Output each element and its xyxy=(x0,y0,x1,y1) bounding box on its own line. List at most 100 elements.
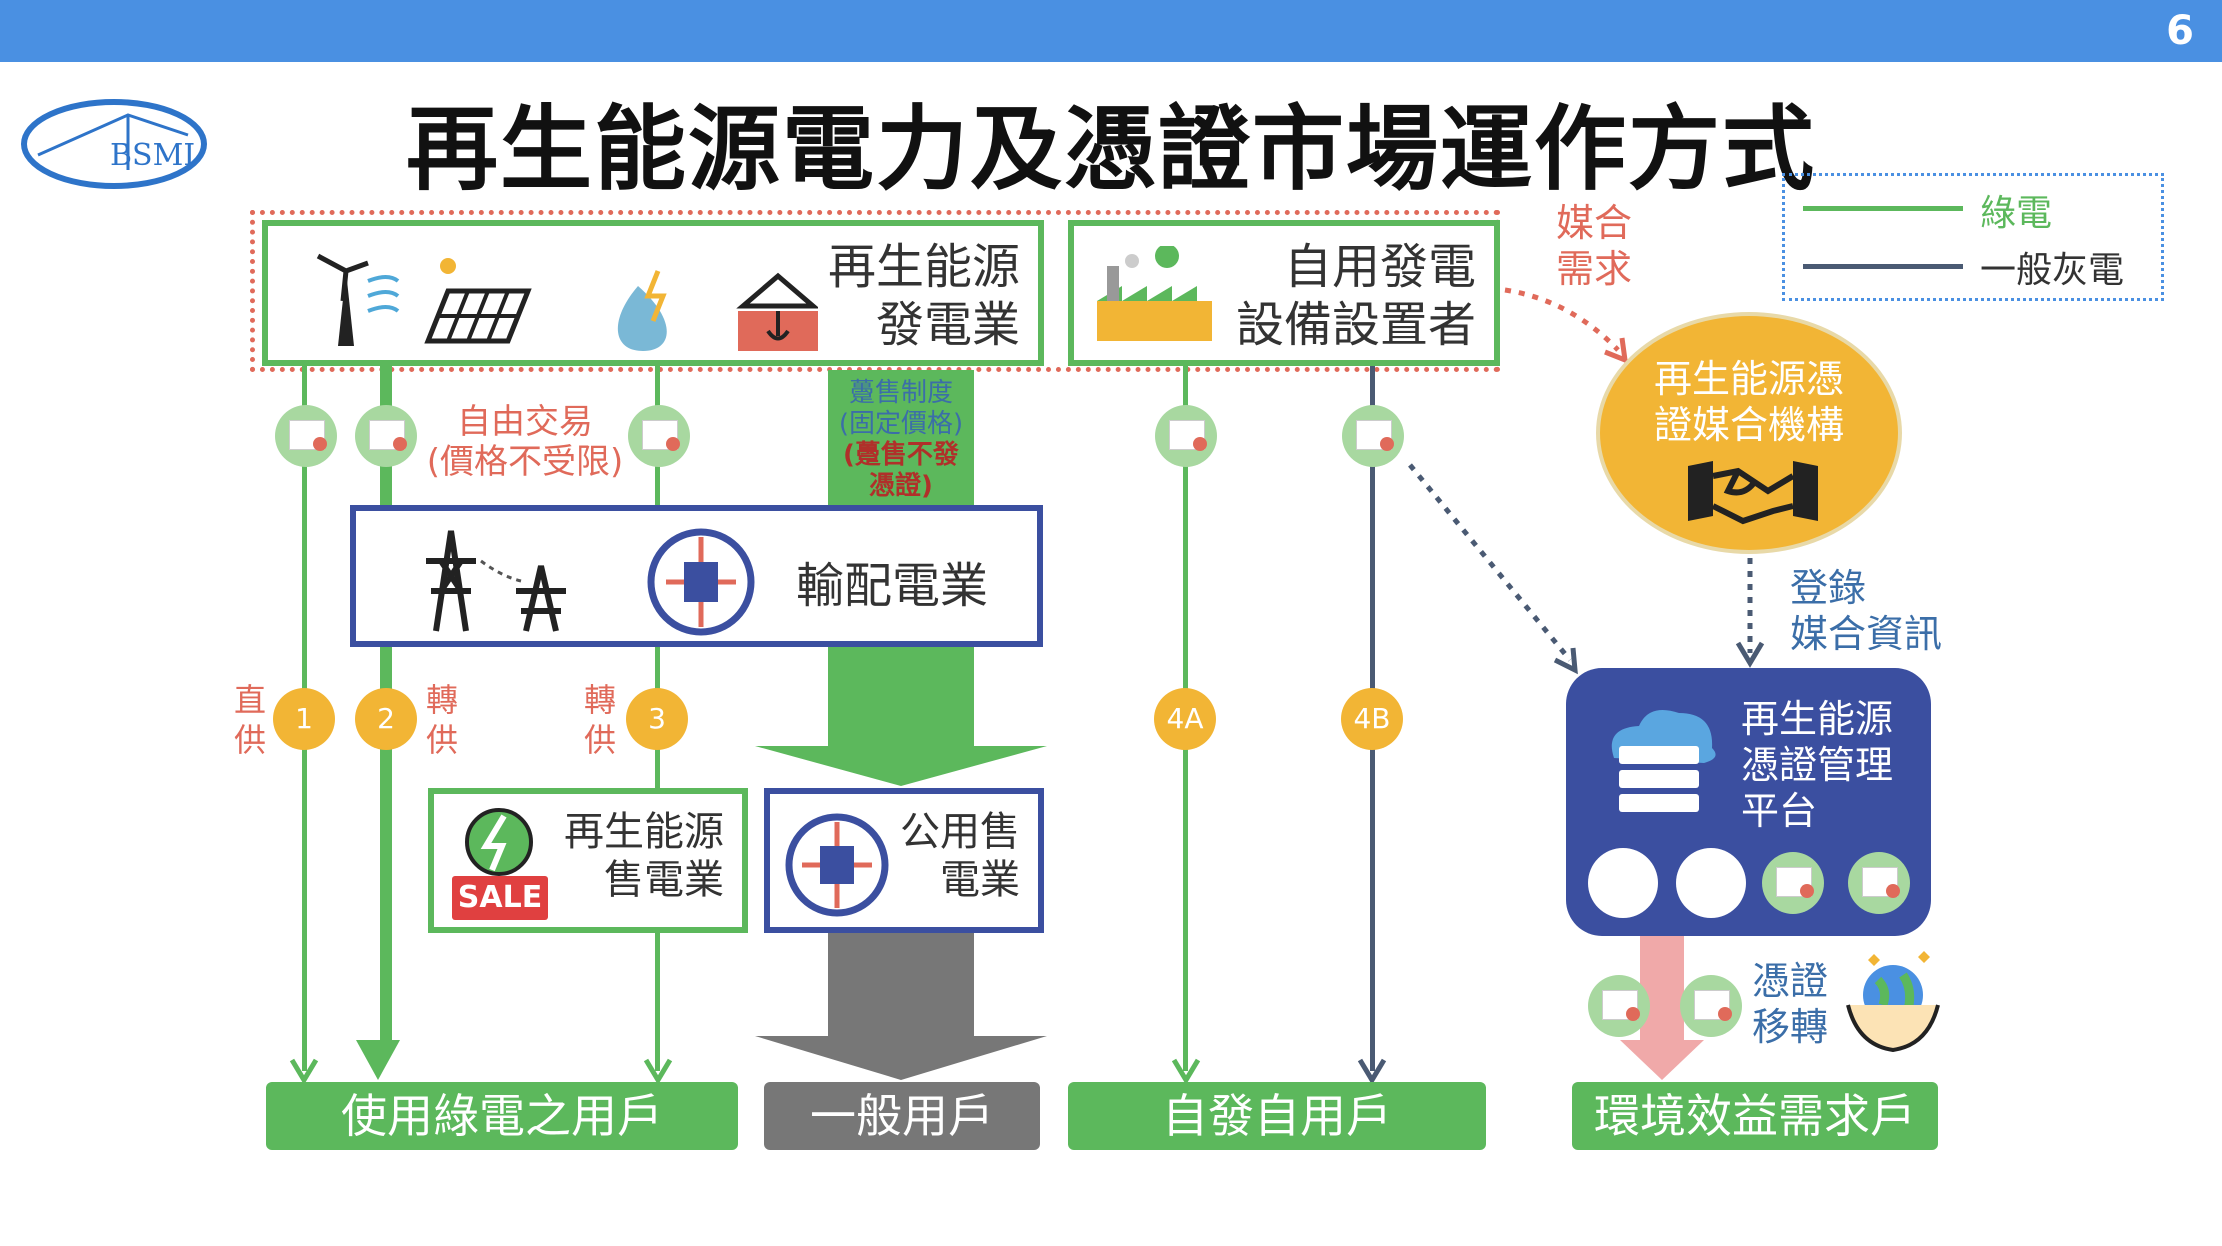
certificate-icon xyxy=(1342,405,1404,467)
wheel-supply-label-3: 轉 供 xyxy=(580,680,620,760)
wheel-supply-2-line-2: 供 xyxy=(425,721,458,759)
environment-users-button: 環境效益需求戶 xyxy=(1572,1082,1938,1150)
platform-line-1: 再生能源 xyxy=(1741,697,1894,741)
top-bar xyxy=(0,0,2222,62)
feed-in-line-2: (固定價格) xyxy=(838,409,964,439)
certificate-icon xyxy=(1848,852,1910,914)
free-trade-line-2: (價格不受限) xyxy=(426,442,624,482)
green-users-button: 使用綠電之用戶 xyxy=(266,1082,738,1150)
certificate-icon xyxy=(1155,405,1217,467)
transfer-label: 憑證 移轉 xyxy=(1752,958,1828,1050)
register-label: 登錄 媒合資訊 xyxy=(1790,565,1942,657)
taipower-logo-icon xyxy=(647,528,755,636)
free-trade-label: 自由交易 (價格不受限) xyxy=(420,402,630,482)
earth-hands-icon xyxy=(1846,951,1940,1053)
platform-line-3: 平台 xyxy=(1741,789,1818,833)
wheel-supply-3-line-1: 轉 xyxy=(583,681,616,719)
legend-green-line xyxy=(1803,206,1963,211)
arrowhead-4a xyxy=(1171,1058,1201,1085)
wheel-supply-2-line-1: 轉 xyxy=(425,681,458,719)
transfer-arrow-head xyxy=(1620,1040,1704,1080)
transfer-line-2: 移轉 xyxy=(1752,1005,1829,1049)
grey-arrow-shaft xyxy=(828,933,974,1038)
direct-supply-line-1: 直 xyxy=(233,681,266,719)
grid-operator-box: 輸配電業 xyxy=(350,505,1043,647)
self-generator-label-2: 設備設置者 xyxy=(1235,297,1476,353)
matching-org-line-1: 再生能源憑 xyxy=(1653,357,1844,401)
feed-in-line-4: 憑證) xyxy=(869,471,933,501)
legend-grey-label: 一般灰電 xyxy=(1980,250,2125,291)
certificate-icon xyxy=(1680,975,1742,1037)
taipower-logo-icon xyxy=(785,813,889,917)
feed-in-label: 躉售制度 (固定價格) (躉售不發 憑證) xyxy=(828,378,974,502)
matching-org-label: 再生能源憑 證媒合機構 xyxy=(1600,356,1898,448)
bsmi-logo xyxy=(21,99,207,189)
grid-operator-label: 輸配電業 xyxy=(796,558,989,614)
sale-badge: SALE xyxy=(452,876,548,920)
energy-bolt-icon xyxy=(465,808,533,876)
certificate-icon xyxy=(628,405,690,467)
certificate-icon xyxy=(1588,975,1650,1037)
path-circle-2: 2 xyxy=(355,688,417,750)
feed-in-line-3: (躉售不發 xyxy=(843,440,959,470)
arrowhead-3 xyxy=(643,1058,673,1085)
legend-grey-line xyxy=(1803,264,1963,269)
renewable-icons xyxy=(316,253,818,351)
generator-label-2: 發電業 xyxy=(875,297,1020,353)
match-demand-arrow xyxy=(1504,287,1629,364)
register-line-2: 媒合資訊 xyxy=(1790,612,1943,656)
wheel-supply-3-line-2: 供 xyxy=(583,721,616,759)
path-circle-3: 3 xyxy=(626,688,688,750)
match-demand-label: 媒合 需求 xyxy=(1556,200,1632,292)
platform-line-2: 憑證管理 xyxy=(1741,743,1894,787)
path-circle-4a: 4A xyxy=(1154,688,1216,750)
direct-supply-line-2: 供 xyxy=(233,721,266,759)
generator-box: 再生能源 發電業 xyxy=(262,220,1044,366)
legend-green-label: 綠電 xyxy=(1980,193,2053,234)
certificate-icon xyxy=(1762,852,1824,914)
handshake-icon xyxy=(1688,461,1818,525)
self-generator-box: 自用發電 設備設置者 xyxy=(1068,220,1500,366)
match-demand-line-2: 需求 xyxy=(1556,247,1633,291)
certificate-placeholder-icon xyxy=(1588,848,1658,918)
match-demand-line-1: 媒合 xyxy=(1556,201,1633,245)
certificate-icon xyxy=(355,405,417,467)
platform-label: 再生能源 憑證管理 平台 xyxy=(1741,696,1893,834)
factory-icon xyxy=(1097,246,1212,341)
cert-to-platform-arrow xyxy=(1408,463,1578,675)
matching-org-line-2: 證媒合機構 xyxy=(1653,403,1844,447)
logo-text: BSMI xyxy=(110,138,196,173)
public-utility-label-2: 電業 xyxy=(940,857,1020,903)
arrowheads-left xyxy=(289,1040,400,1085)
renewable-retailer-box: SALE 再生能源 售電業 xyxy=(428,788,748,933)
cloud-server-icon xyxy=(1611,709,1716,812)
certificate-platform: 再生能源 憑證管理 平台 xyxy=(1566,668,1931,936)
public-utility-box: 公用售 電業 xyxy=(764,788,1044,933)
wheel-supply-label-2: 轉 供 xyxy=(422,680,462,760)
transfer-line-1: 憑證 xyxy=(1752,959,1829,1003)
path-circle-4b: 4B xyxy=(1341,688,1403,750)
free-trade-line-1: 自由交易 xyxy=(457,402,593,442)
self-users-button: 自發自用戶 xyxy=(1068,1082,1486,1150)
retailer-label-1: 再生能源 xyxy=(564,809,724,855)
feed-in-line-1: 躉售制度 xyxy=(848,378,953,408)
self-generator-label-1: 自用發電 xyxy=(1283,239,1476,295)
public-utility-label-1: 公用售 xyxy=(900,809,1020,855)
grey-arrow-head xyxy=(755,1036,1047,1080)
transmission-tower-icon xyxy=(426,530,566,632)
certificate-placeholder-icon xyxy=(1676,848,1746,918)
direct-supply-label: 直 供 xyxy=(230,680,270,760)
generator-label-1: 再生能源 xyxy=(827,239,1020,295)
page-number: 6 xyxy=(2166,8,2194,54)
arrowhead-4b xyxy=(1357,1058,1387,1085)
feed-in-arrow-head xyxy=(755,746,1047,786)
page-title: 再生能源電力及憑證市場運作方式 xyxy=(405,96,1816,203)
path-circle-1: 1 xyxy=(273,688,335,750)
register-arrow xyxy=(1735,558,1765,668)
register-line-1: 登錄 xyxy=(1790,566,1867,610)
legend: 綠電 一般灰電 xyxy=(1782,173,2164,301)
retailer-label-2: 售電業 xyxy=(604,857,724,903)
certificate-icon xyxy=(275,405,337,467)
matching-org: 再生能源憑 證媒合機構 xyxy=(1596,312,1902,554)
general-users-button: 一般用戶 xyxy=(764,1082,1040,1150)
